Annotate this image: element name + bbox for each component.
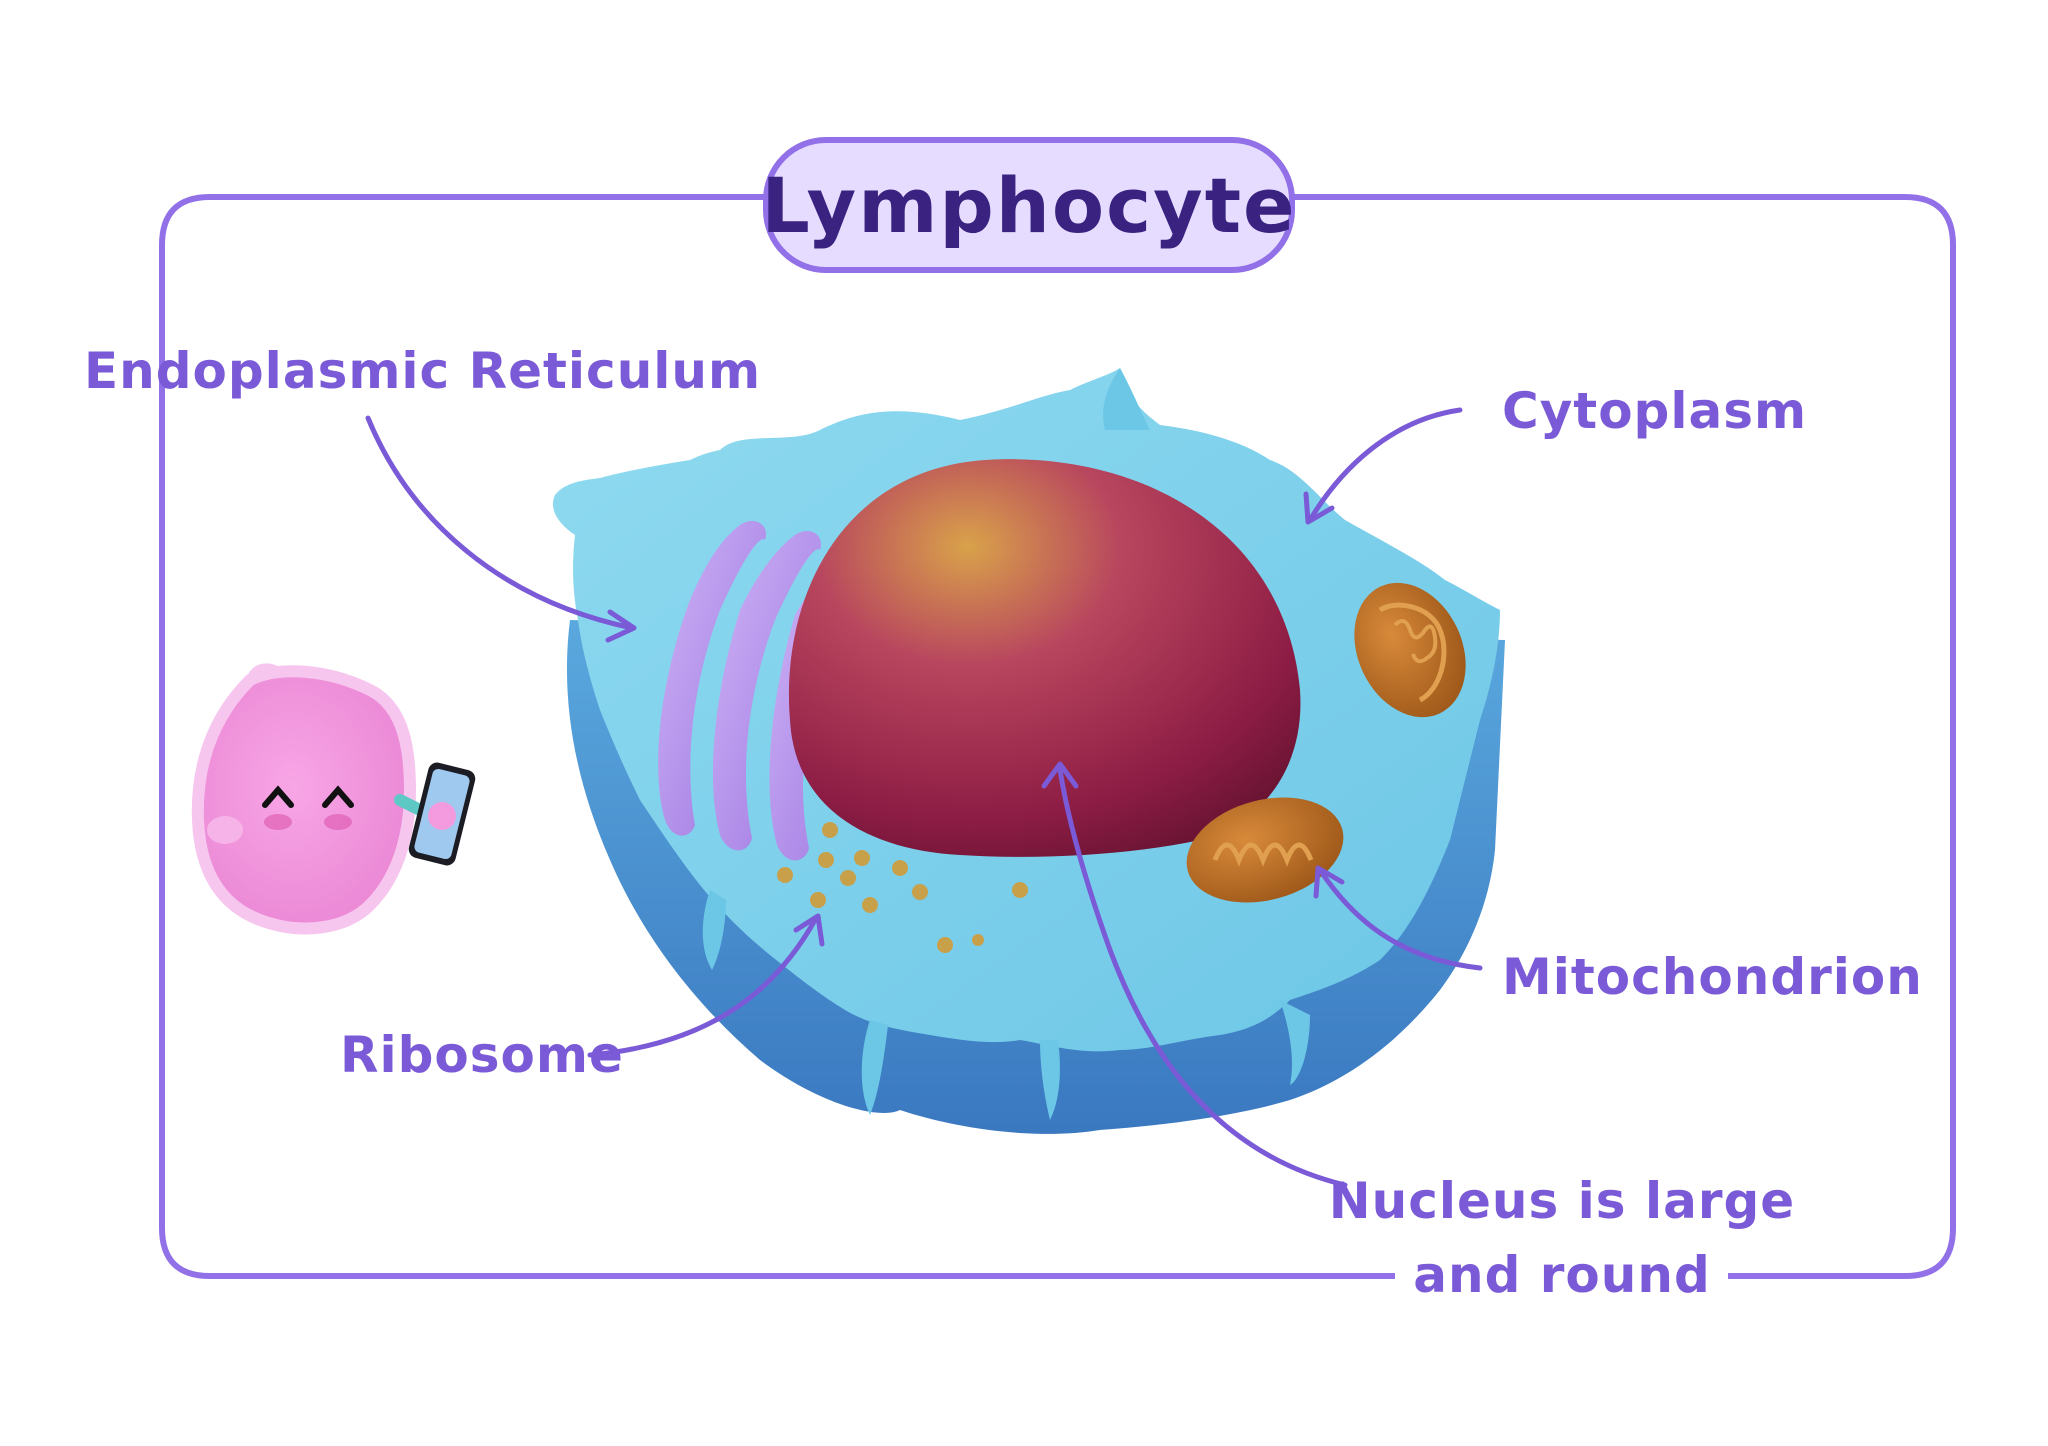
mascot-eye-right bbox=[322, 785, 354, 808]
label-endoplasmic-reticulum: Endoplasmic Reticulum bbox=[84, 342, 761, 400]
page-title: Lymphocyte bbox=[761, 161, 1296, 250]
label-nucleus-line1: Nucleus is large bbox=[1329, 1172, 1795, 1230]
mitochondrion-upper bbox=[1354, 582, 1466, 718]
frame bbox=[159, 194, 1956, 1279]
mascot-eye-left bbox=[262, 785, 294, 808]
arrow-cytoplasm bbox=[1303, 407, 1463, 525]
ribosomes bbox=[777, 822, 1028, 953]
title-badge: Lymphocyte bbox=[761, 137, 1296, 273]
arrow-er bbox=[365, 415, 637, 643]
mascot-body bbox=[191, 665, 417, 935]
arrow-nucleus bbox=[1041, 761, 1348, 1188]
label-ribosome: Ribosome bbox=[340, 1026, 624, 1084]
label-mitochondrion: Mitochondrion bbox=[1502, 948, 1923, 1006]
label-nucleus-line2: and round bbox=[1413, 1246, 1711, 1304]
arrow-ribosome bbox=[587, 913, 825, 1058]
endoplasmic-reticulum bbox=[658, 520, 877, 861]
mitochondrion-lower bbox=[1186, 797, 1344, 903]
nucleus bbox=[788, 459, 1301, 857]
label-cytoplasm: Cytoplasm bbox=[1502, 382, 1807, 440]
mascot bbox=[191, 663, 476, 935]
phone-icon bbox=[408, 762, 476, 866]
arrow-mitochondrion bbox=[1313, 865, 1483, 971]
